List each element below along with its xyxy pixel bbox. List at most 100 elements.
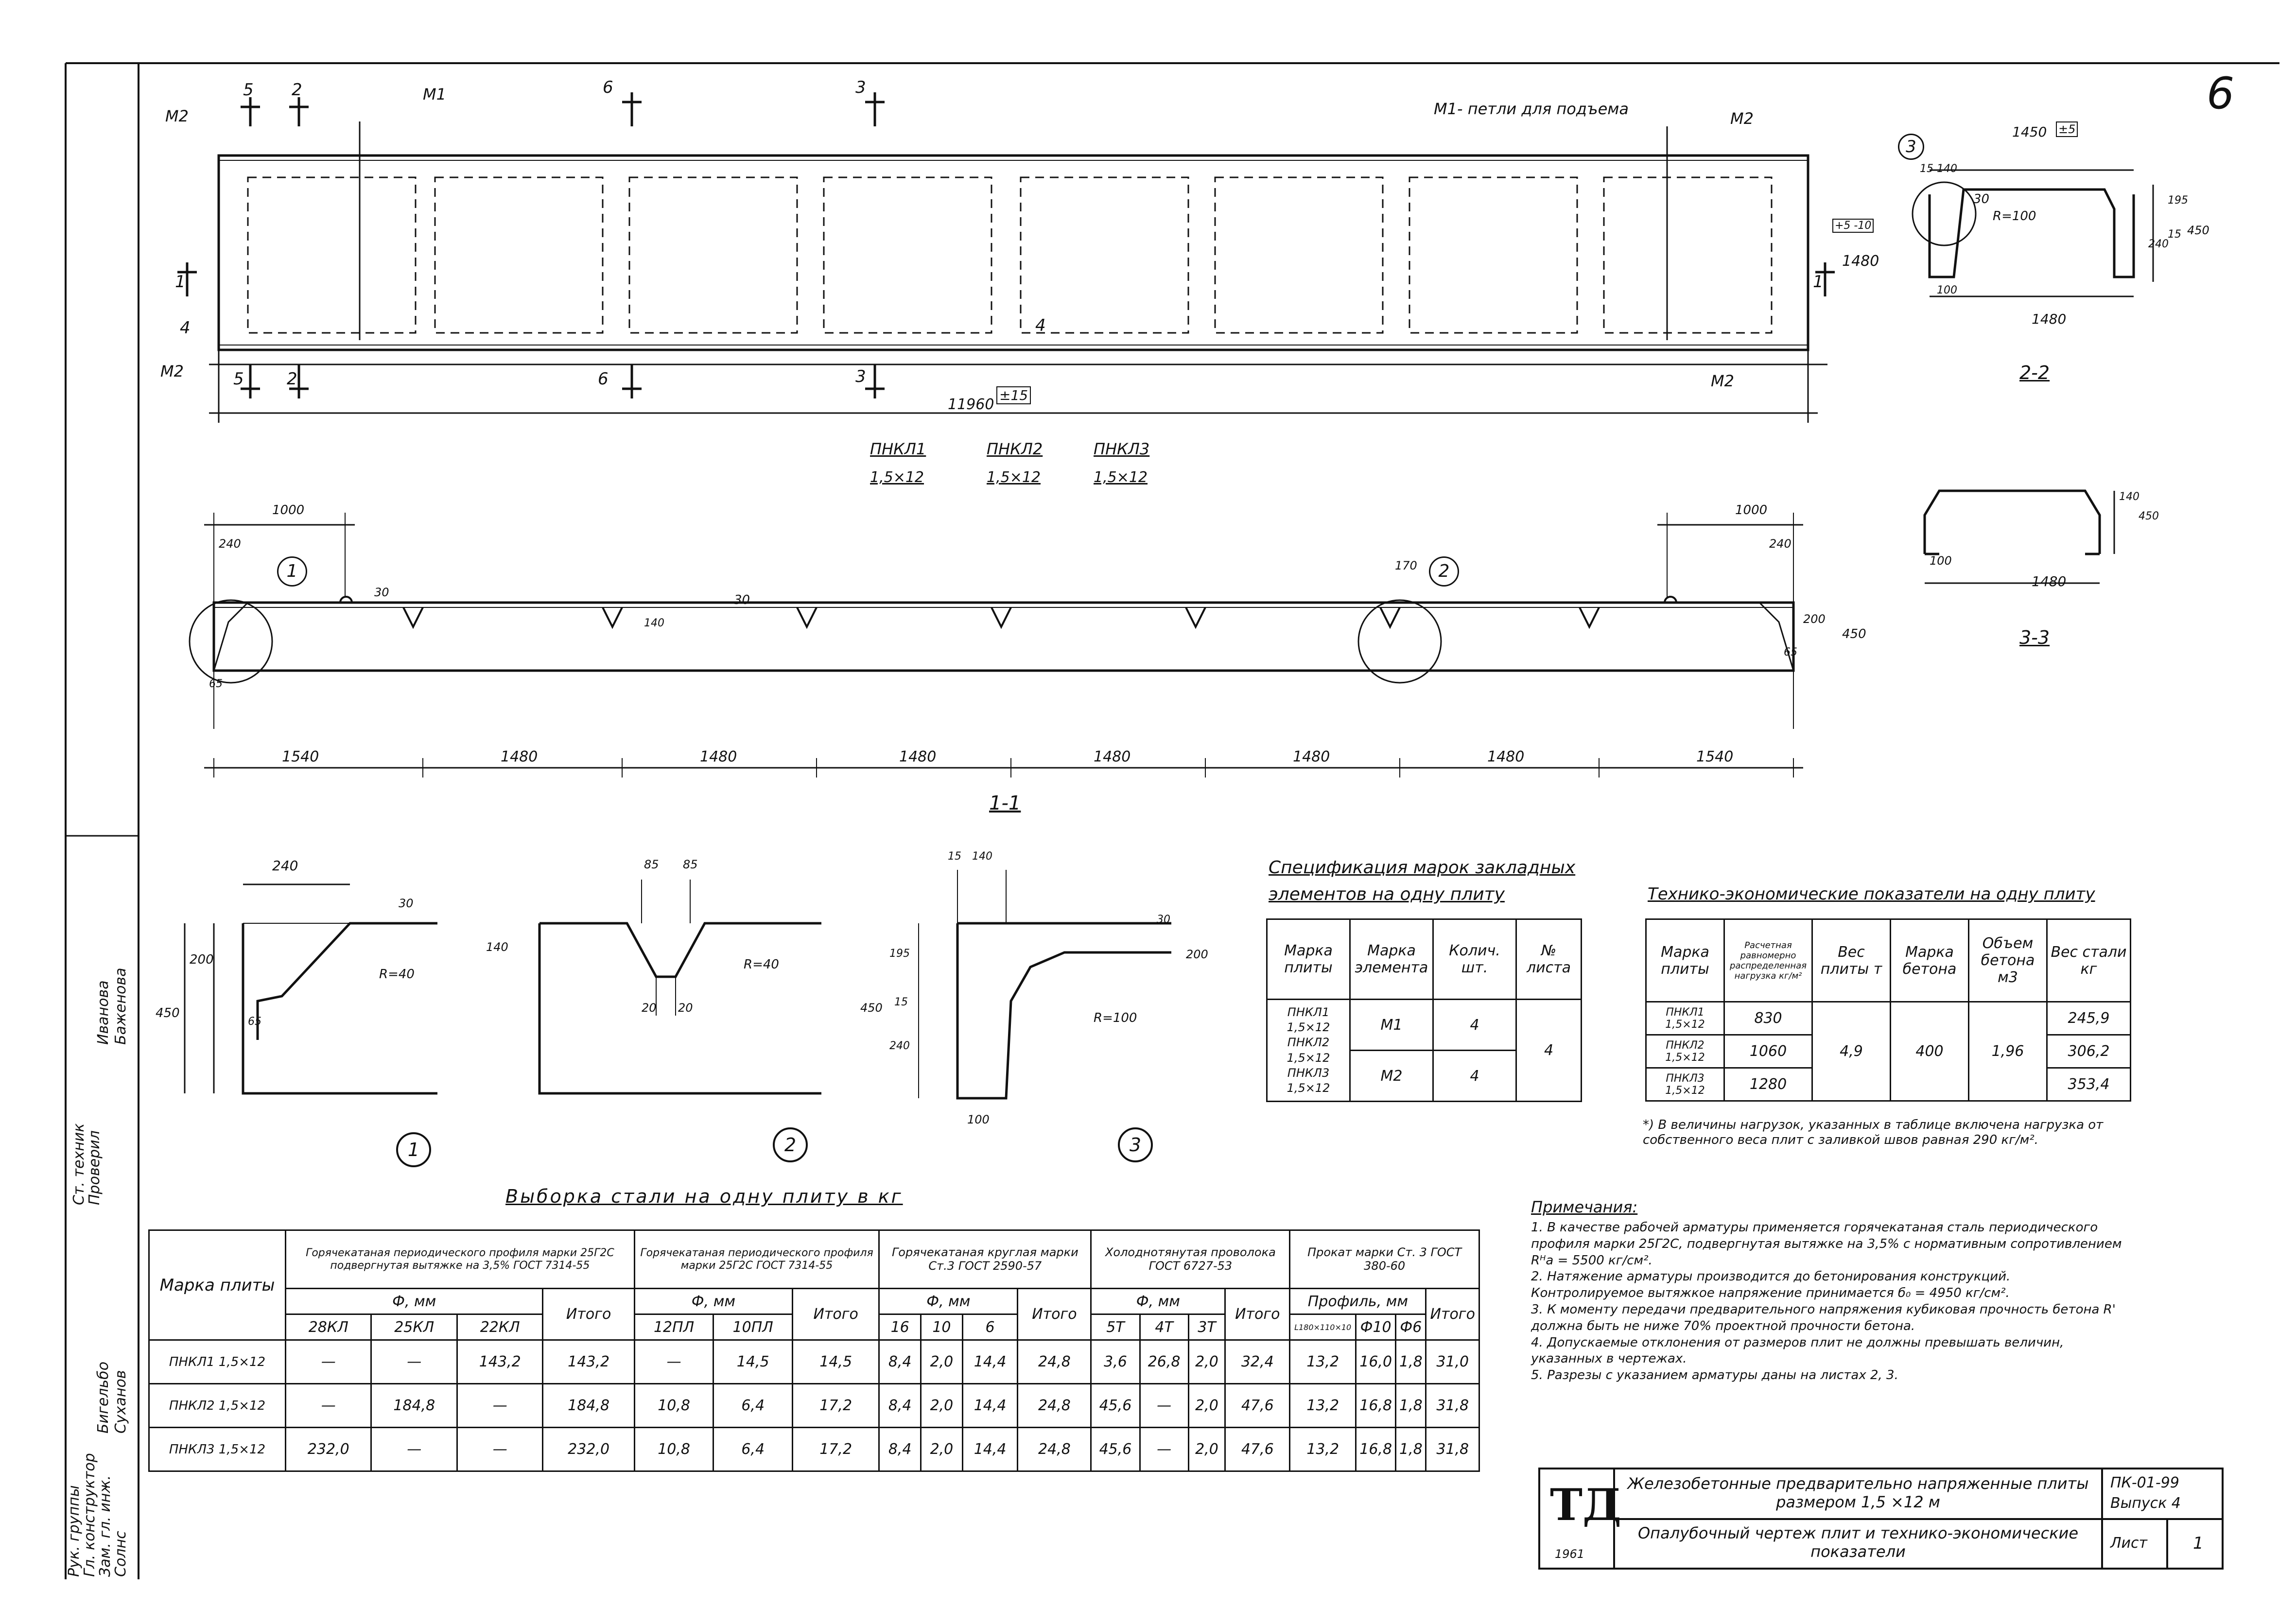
cut-mark-4-left: 4 xyxy=(180,318,191,338)
detail-3-h450: 450 xyxy=(860,1001,883,1015)
cell: 13,2 xyxy=(1289,1339,1357,1384)
steel-size-3t: 3Т xyxy=(1187,1313,1226,1341)
cut-mark-5-bottom: 5 xyxy=(233,369,244,389)
steel-size-5t: 5Т xyxy=(1090,1313,1141,1341)
cell: — xyxy=(284,1339,372,1384)
steel-size-10: 10 xyxy=(920,1313,963,1341)
tep-concrete: 400 xyxy=(1890,1001,1969,1102)
title-block-code: ПК-01-99 xyxy=(2110,1474,2179,1491)
elevation-dim-450: 450 xyxy=(1842,627,1866,641)
cut-mark-3-top: 3 xyxy=(855,78,866,97)
cell: 2,0 xyxy=(1187,1383,1226,1428)
title-block-sheet-no: 1 xyxy=(2193,1534,2204,1553)
detail-1-h450: 450 xyxy=(156,1006,180,1020)
cell: 45,6 xyxy=(1090,1383,1141,1428)
detail-2-d20a: 20 xyxy=(642,1001,657,1015)
steel-size-25kl: 25КЛ xyxy=(370,1313,458,1341)
side-name-1: Солнс xyxy=(112,1531,129,1577)
steel-size-phi6: Ф6 xyxy=(1395,1313,1427,1341)
cell: 184,8 xyxy=(370,1383,458,1428)
m2-label-bl: M2 xyxy=(160,362,184,380)
section-2-2-title: 2-2 xyxy=(2019,362,2050,383)
steel-group-5: Прокат марки Ст. 3 ГОСТ 380-60 xyxy=(1289,1229,1480,1289)
detail-3-d140: 140 xyxy=(972,850,992,863)
cell: 14,4 xyxy=(961,1383,1019,1428)
section-3-3-d100: 100 xyxy=(1930,554,1952,568)
spec-qty-m1: 4 xyxy=(1432,999,1517,1051)
steel-row-mark: ПНКЛ2 1,5×12 xyxy=(148,1383,286,1428)
span-3: 1480 xyxy=(700,748,737,765)
section-3-3-d1480: 1480 xyxy=(2032,573,2067,589)
mark-pnkl3-size: 1,5×12 xyxy=(1094,469,1148,486)
tep-load-1: 830 xyxy=(1723,1001,1813,1036)
title-block-year: 1961 xyxy=(1555,1547,1585,1561)
spec-element-m2: M2 xyxy=(1349,1050,1434,1102)
cell: 26,8 xyxy=(1139,1339,1189,1384)
cut-mark-5-top: 5 xyxy=(243,80,254,100)
cell: — xyxy=(370,1427,458,1472)
elevation-dim-65-right: 65 xyxy=(1784,646,1797,658)
steel-size-16: 16 xyxy=(878,1313,922,1341)
section-2-2-radius: R=100 xyxy=(1993,209,2036,224)
span-5: 1480 xyxy=(1094,748,1131,765)
plan-width-dim: 1480 xyxy=(1842,253,1879,270)
detail-2-drawing xyxy=(538,880,821,1095)
title-block-sheet-label: Лист xyxy=(2110,1535,2148,1552)
cell: 10,8 xyxy=(633,1383,714,1428)
steel-header-mark: Марка плиты xyxy=(148,1229,286,1341)
mark-pnkl2-size: 1,5×12 xyxy=(987,469,1041,486)
section-2-2-d15: 15 xyxy=(1920,163,1933,175)
cell: 14,5 xyxy=(713,1339,793,1384)
m2-label-br: M2 xyxy=(1711,372,1734,390)
side-role-2: Гл. конструктор xyxy=(81,1453,98,1577)
tep-load-2: 1060 xyxy=(1723,1034,1813,1069)
detail-1-h200: 200 xyxy=(190,952,214,967)
cell: 47,6 xyxy=(1224,1427,1291,1472)
detail-2-d85b: 85 xyxy=(683,858,698,871)
elevation-dim-30a: 30 xyxy=(374,586,389,599)
cell: 1,8 xyxy=(1395,1339,1427,1384)
page-number: 6 xyxy=(2207,68,2235,119)
steel-sub-phi-4: Ф, мм xyxy=(1090,1288,1226,1315)
cell: — xyxy=(284,1383,372,1428)
tep-steel-1: 245,9 xyxy=(2046,1001,2131,1036)
cell: 17,2 xyxy=(791,1427,880,1472)
cut-mark-1-left: 1 xyxy=(175,272,186,292)
title-block-title1: Железобетонные предварительно напряженны… xyxy=(1627,1474,2089,1512)
steel-size-6: 6 xyxy=(961,1313,1019,1341)
spec-header-sheet: № листа xyxy=(1515,918,1582,1000)
spec-mark-3: ПНКЛ3 1,5×12 xyxy=(1287,1066,1330,1095)
elevation-dim-30b: 30 xyxy=(734,593,750,607)
detail-3-h195: 195 xyxy=(889,948,910,960)
side-name-3: Суханов xyxy=(112,1370,129,1434)
elevation-title: 1-1 xyxy=(989,792,1021,814)
cell: 24,8 xyxy=(1017,1383,1092,1428)
cell: — xyxy=(370,1339,458,1384)
detail-1-radius: R=40 xyxy=(379,967,415,982)
section-2-2-d1480: 1480 xyxy=(2032,311,2067,327)
detail-2-callout: 2 xyxy=(773,1127,808,1162)
cell: 6,4 xyxy=(713,1427,793,1472)
steel-group-3: Горячекатаная круглая марки Ст.3 ГОСТ 25… xyxy=(878,1229,1092,1289)
tep-title: Технико-экономические показатели на одну… xyxy=(1648,884,2095,904)
section-3-3-d450: 450 xyxy=(2139,510,2159,522)
elevation-dim-200: 200 xyxy=(1803,612,1826,626)
detail-3-h200: 200 xyxy=(1186,948,1208,961)
cut-mark-6-bottom: 6 xyxy=(598,369,609,389)
cell: 16,0 xyxy=(1355,1339,1397,1384)
cell: 8,4 xyxy=(878,1383,922,1428)
span-8: 1540 xyxy=(1696,748,1734,765)
steel-row-mark: ПНКЛ1 1,5×12 xyxy=(148,1339,286,1384)
spec-sheet: 4 xyxy=(1515,999,1582,1102)
note-5: 5. Разрезы с указанием арматуры даны на … xyxy=(1531,1368,1898,1383)
cell: 2,0 xyxy=(920,1427,963,1472)
cell: 2,0 xyxy=(920,1383,963,1428)
detail-3-h15: 15 xyxy=(894,996,908,1008)
steel-itogo-4: Итого xyxy=(1224,1288,1291,1341)
span-6: 1480 xyxy=(1293,748,1330,765)
spec-header-mark: Марка плиты xyxy=(1266,918,1351,1000)
detail-3-d30: 30 xyxy=(1157,914,1170,926)
cell: 13,2 xyxy=(1289,1383,1357,1428)
tep-volume: 1,96 xyxy=(1968,1001,2048,1102)
